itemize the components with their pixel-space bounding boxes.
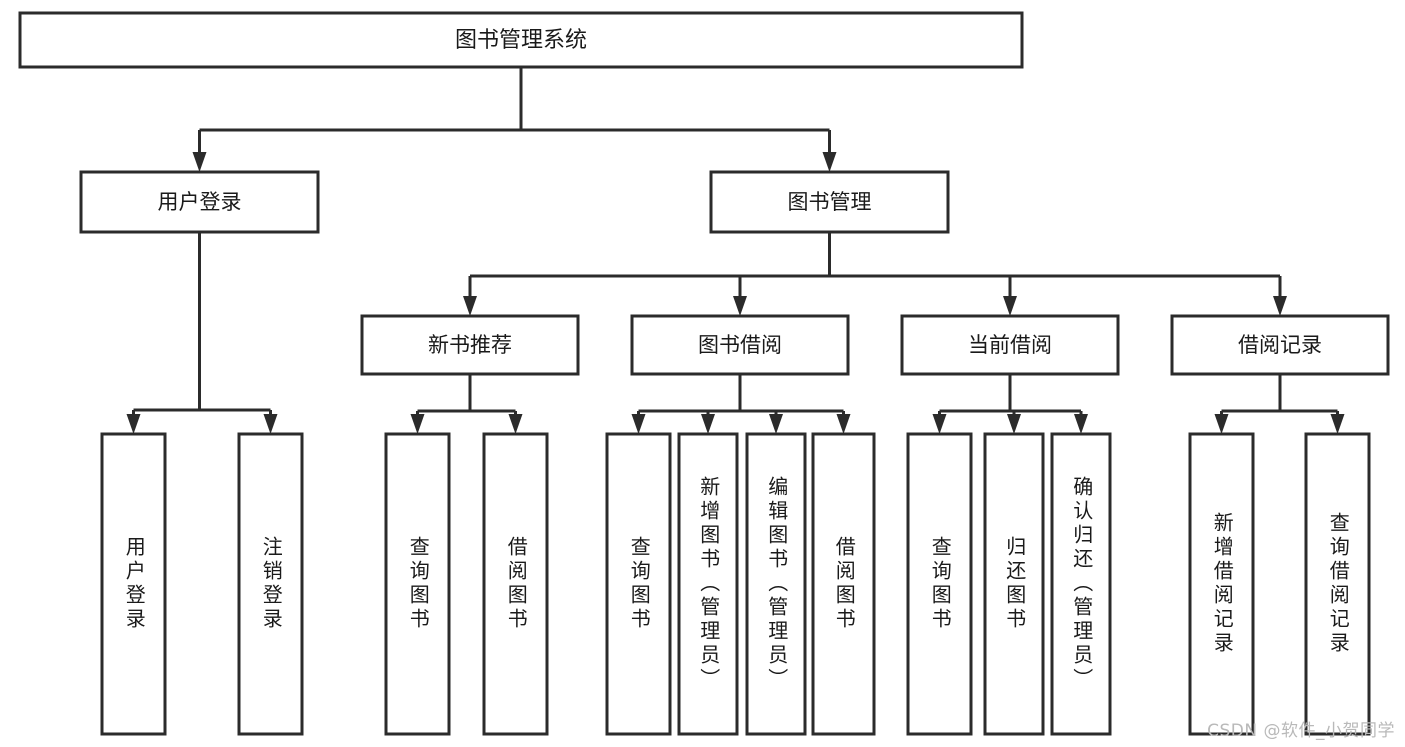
node-book-borrow-label: 图书借阅 bbox=[698, 333, 782, 357]
arrow-head bbox=[192, 152, 207, 172]
leaf-leaf-borrow-book-2-rect[interactable] bbox=[811, 432, 876, 736]
leaf-leaf-query-book-3-rect[interactable] bbox=[906, 432, 973, 736]
leaf-leaf-add-book-rect[interactable] bbox=[677, 432, 739, 736]
leaf-leaf-borrow-book-2[interactable] bbox=[811, 432, 876, 736]
arrow-head bbox=[1003, 296, 1017, 316]
connectors-layer bbox=[126, 67, 1345, 434]
arrow-head bbox=[769, 414, 783, 434]
node-new-book-recommend-label: 新书推荐 bbox=[428, 333, 512, 357]
node-new-book-recommend-rect[interactable] bbox=[360, 314, 580, 376]
node-root[interactable] bbox=[18, 11, 1024, 69]
leaf-leaf-add-record[interactable] bbox=[1188, 432, 1255, 736]
leaf-leaf-confirm-return[interactable] bbox=[1050, 432, 1112, 736]
node-new-book-recommend[interactable] bbox=[360, 314, 580, 376]
leaf-leaf-add-record-rect[interactable] bbox=[1188, 432, 1255, 736]
leaf-leaf-return-book-rect[interactable] bbox=[983, 432, 1045, 736]
leaf-leaf-edit-book[interactable] bbox=[745, 432, 807, 736]
arrow-head bbox=[733, 296, 747, 316]
leaf-leaf-return-book[interactable] bbox=[983, 432, 1045, 736]
arrow-head bbox=[1330, 414, 1345, 434]
arrow-head bbox=[1214, 414, 1229, 434]
leaf-leaf-query-book-2[interactable] bbox=[605, 432, 672, 736]
arrow-head bbox=[1007, 414, 1021, 434]
leaf-leaf-add-book[interactable] bbox=[677, 432, 739, 736]
node-root-label: 图书管理系统 bbox=[455, 28, 587, 53]
leaf-leaf-logout[interactable] bbox=[237, 432, 304, 736]
leaf-leaf-user-login-rect[interactable] bbox=[100, 432, 167, 736]
node-user-login[interactable] bbox=[79, 170, 320, 234]
arrow-head bbox=[410, 414, 425, 434]
arrow-head bbox=[1074, 414, 1088, 434]
leaf-leaf-query-book-3[interactable] bbox=[906, 432, 973, 736]
arrow-head bbox=[126, 414, 141, 434]
arrow-head bbox=[631, 414, 646, 434]
leaf-leaf-edit-book-rect[interactable] bbox=[745, 432, 807, 736]
node-current-borrow[interactable] bbox=[900, 314, 1120, 376]
leaf-leaf-query-book-1[interactable] bbox=[384, 432, 451, 736]
leaf-leaf-query-book-2-rect[interactable] bbox=[605, 432, 672, 736]
leaf-leaf-confirm-return-rect[interactable] bbox=[1050, 432, 1112, 736]
arrow-head bbox=[822, 152, 837, 172]
leaf-leaf-logout-rect[interactable] bbox=[237, 432, 304, 736]
leaf-leaf-query-book-1-rect[interactable] bbox=[384, 432, 451, 736]
boxes-layer bbox=[18, 11, 1390, 736]
node-user-login-label: 用户登录 bbox=[158, 190, 242, 214]
node-borrow-record[interactable] bbox=[1170, 314, 1390, 376]
node-book-manage[interactable] bbox=[709, 170, 950, 234]
node-root-rect[interactable] bbox=[18, 11, 1024, 69]
arrow-head bbox=[463, 296, 477, 316]
leaf-leaf-borrow-book-1-rect[interactable] bbox=[482, 432, 549, 736]
arrow-head bbox=[932, 414, 947, 434]
node-current-borrow-rect[interactable] bbox=[900, 314, 1120, 376]
node-user-login-rect[interactable] bbox=[79, 170, 320, 234]
leaf-leaf-query-record[interactable] bbox=[1304, 432, 1371, 736]
node-book-borrow[interactable] bbox=[630, 314, 850, 376]
leaf-leaf-user-login[interactable] bbox=[100, 432, 167, 736]
node-book-manage-label: 图书管理 bbox=[788, 190, 872, 214]
node-borrow-record-rect[interactable] bbox=[1170, 314, 1390, 376]
node-book-borrow-rect[interactable] bbox=[630, 314, 850, 376]
watermark: CSDN @软件_小贺同学 bbox=[1207, 721, 1395, 741]
arrow-head bbox=[1273, 296, 1287, 316]
arrow-head bbox=[701, 414, 715, 434]
node-borrow-record-label: 借阅记录 bbox=[1238, 333, 1322, 357]
node-book-manage-rect[interactable] bbox=[709, 170, 950, 234]
arrow-head bbox=[508, 414, 523, 434]
arrow-head bbox=[836, 414, 851, 434]
node-current-borrow-label: 当前借阅 bbox=[968, 333, 1052, 357]
leaf-leaf-borrow-book-1[interactable] bbox=[482, 432, 549, 736]
leaf-leaf-query-record-rect[interactable] bbox=[1304, 432, 1371, 736]
arrow-head bbox=[263, 414, 278, 434]
